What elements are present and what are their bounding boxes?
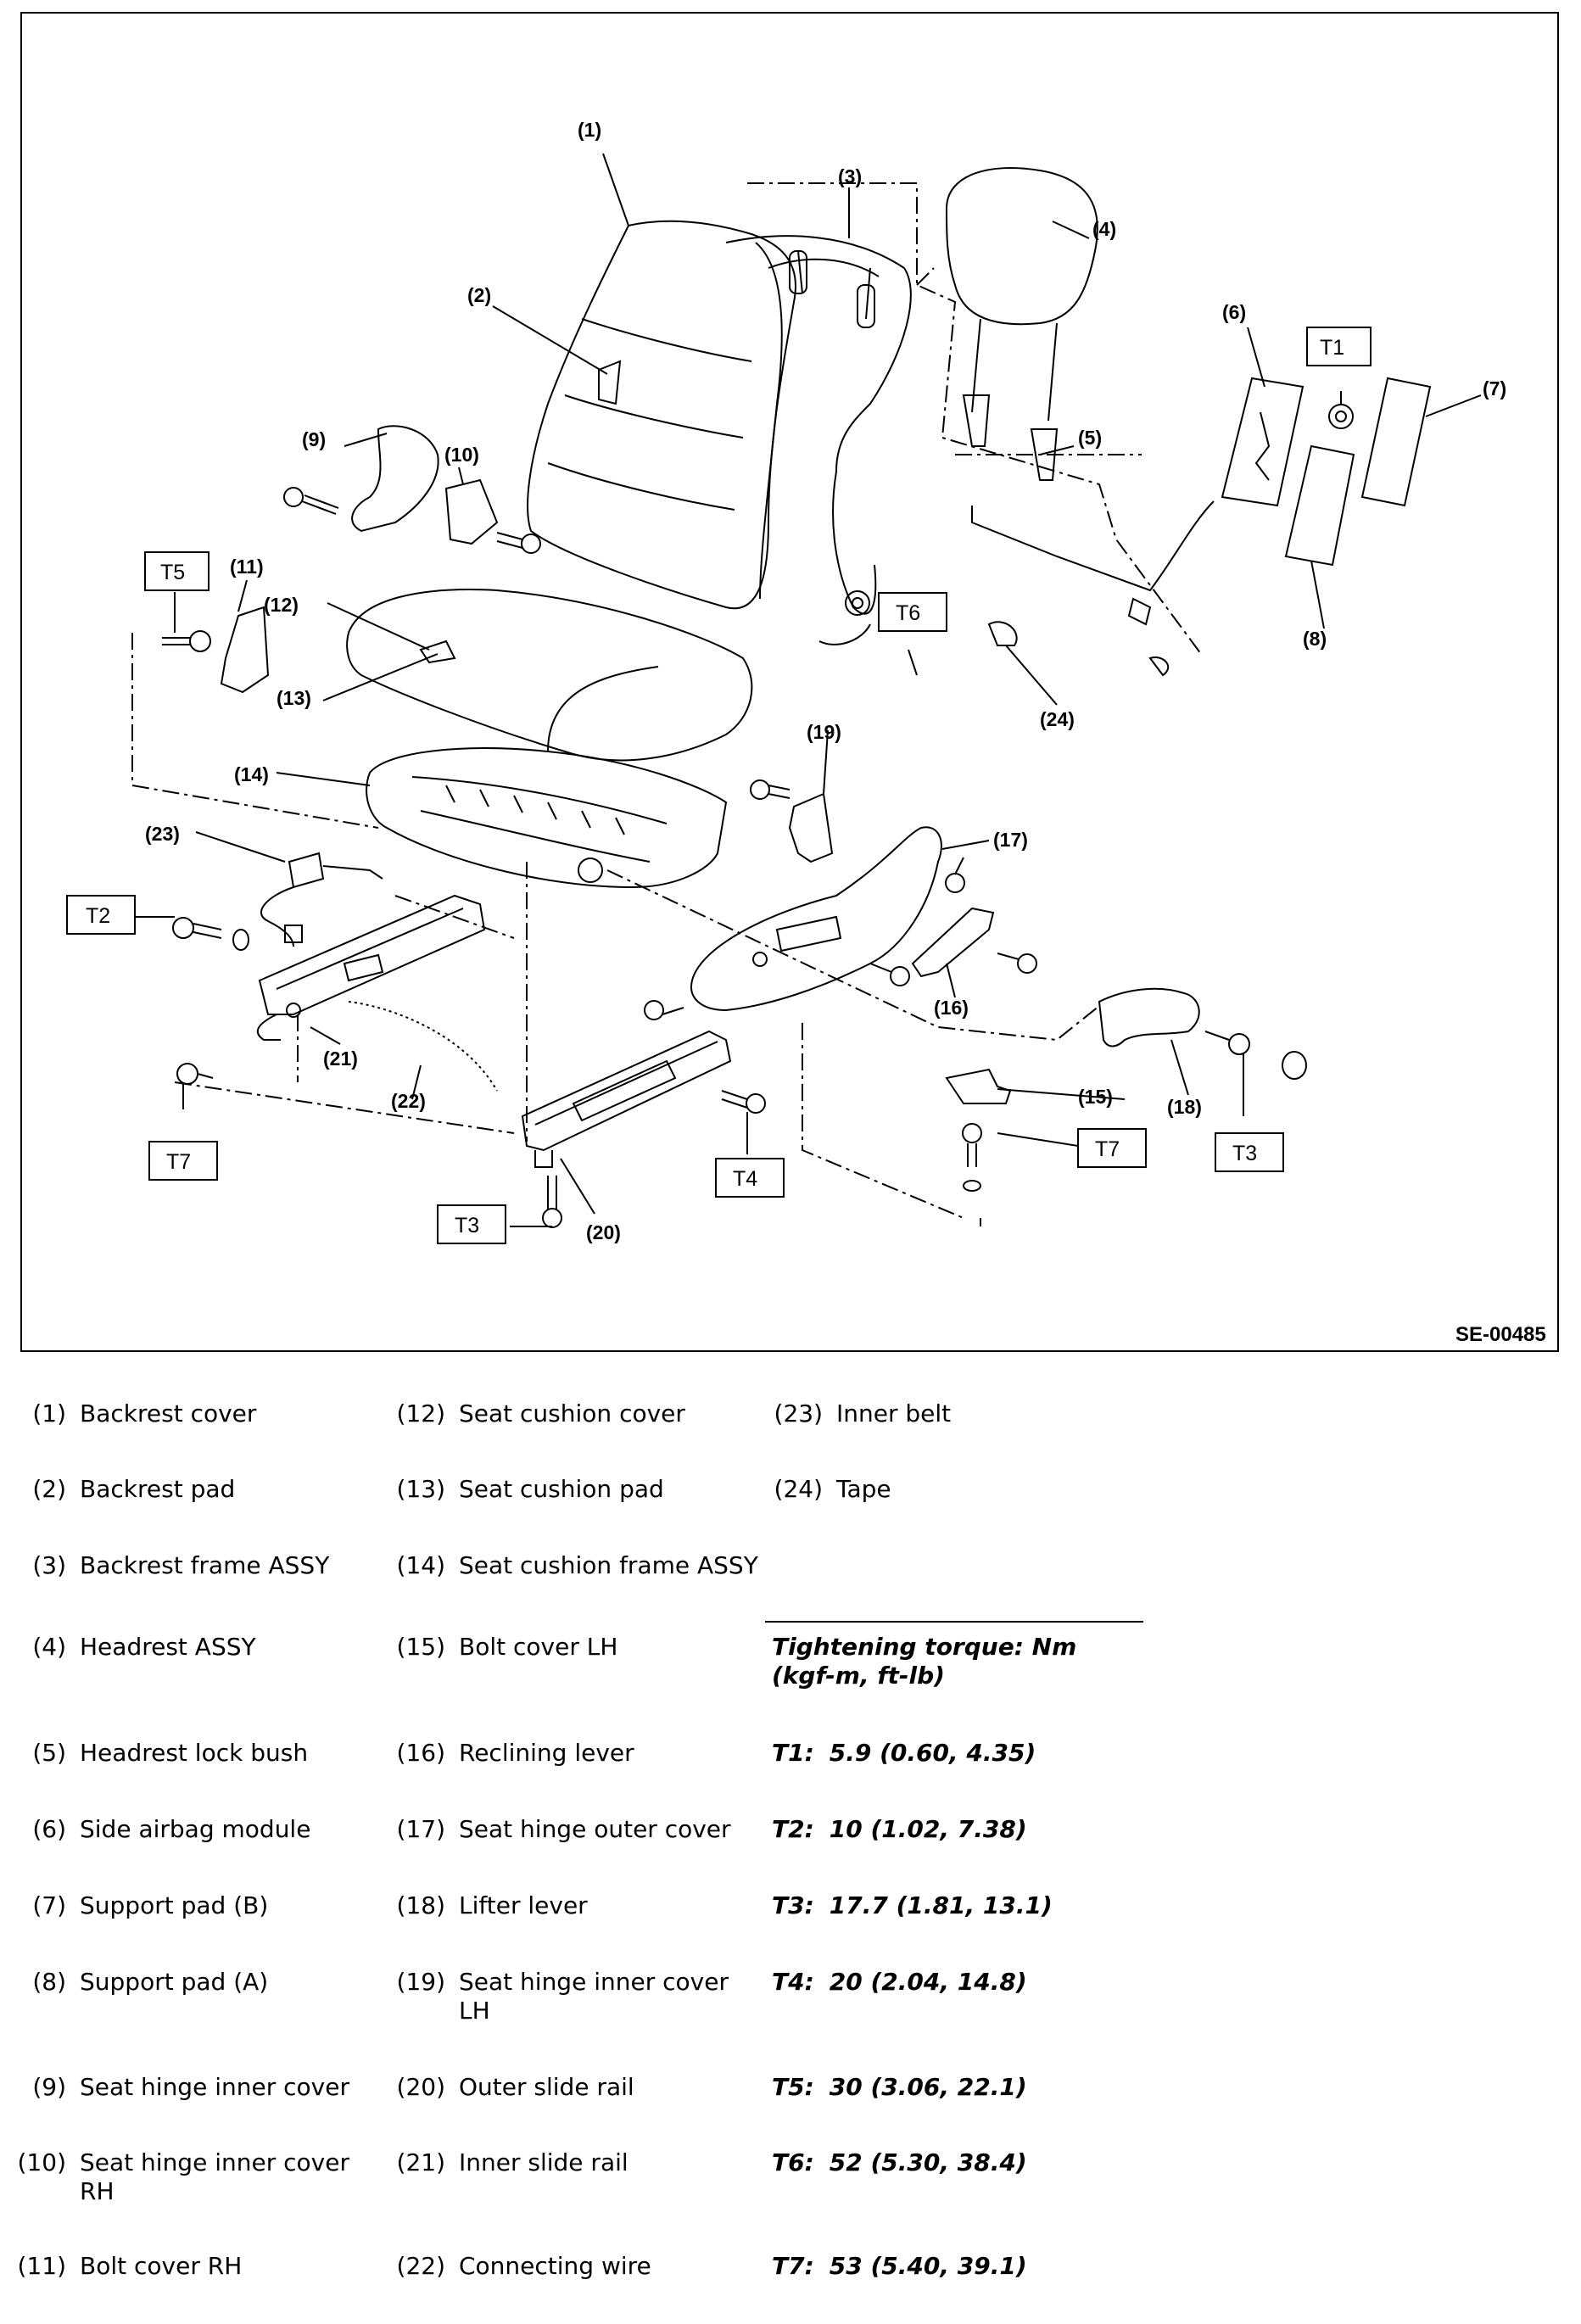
torque-box-t7-left: T7	[148, 1141, 218, 1181]
torque-item: T6:52 (5.30, 38.4)	[772, 2148, 1027, 2176]
washer	[963, 1180, 981, 1192]
leader-lines	[195, 153, 1482, 1215]
callout-9: (9)	[302, 428, 326, 450]
svg-text:T1: T1	[1320, 336, 1344, 360]
torque-item: T2:10 (1.02, 7.38)	[772, 1815, 1027, 1843]
torque-item: T4:20 (2.04, 14.8)	[772, 1968, 1027, 1996]
bolt-t5	[162, 630, 211, 652]
washer	[232, 929, 249, 951]
callout-3: (3)	[838, 165, 862, 187]
inner-belt	[260, 852, 383, 947]
bolt	[644, 1000, 684, 1020]
side-airbag-module	[971, 377, 1304, 592]
svg-text:T3: T3	[455, 1214, 479, 1237]
torque-box-t1: T1	[1306, 327, 1372, 366]
reclining-lever	[911, 907, 995, 978]
callout-16: (16)	[934, 997, 969, 1019]
callout-1: (1)	[578, 119, 601, 141]
bolt	[283, 487, 339, 515]
svg-text:T6: T6	[896, 601, 920, 625]
bolt	[869, 963, 910, 986]
seat-hinge-outer-cover	[690, 826, 942, 1012]
outer-slide-rail	[521, 1030, 732, 1168]
support-pad-b	[1360, 377, 1432, 507]
torque-box-t3-right: T3	[1215, 1132, 1284, 1172]
bolt	[750, 779, 790, 800]
bolt	[997, 953, 1037, 974]
bolt	[496, 532, 541, 554]
callout-19: (19)	[807, 721, 841, 743]
headrest-assy	[945, 167, 1098, 422]
torque-box-leaders	[132, 391, 1342, 1227]
svg-text:T7: T7	[1095, 1137, 1120, 1161]
clip	[1127, 597, 1152, 626]
torque-box-t6: T6	[878, 592, 947, 632]
seat-hinge-inner-cover-rh	[444, 478, 499, 545]
torque-box-t4: T4	[715, 1158, 785, 1198]
bolt	[945, 857, 965, 893]
torque-box-t7-right: T7	[1077, 1128, 1147, 1168]
callout-2: (2)	[467, 284, 491, 306]
headrest-lock-bush	[962, 394, 1059, 481]
backrest-pad-marker	[598, 360, 622, 405]
clip	[1148, 656, 1170, 677]
torque-item: T1:5.9 (0.60, 4.35)	[772, 1739, 1036, 1767]
callout-12: (12)	[264, 594, 299, 616]
seat-hinge-inner-cover	[351, 425, 439, 533]
callout-18: (18)	[1167, 1096, 1202, 1118]
cap	[1282, 1051, 1307, 1080]
callout-11: (11)	[230, 556, 264, 578]
bolt-t2	[172, 917, 222, 939]
callout-15: (15)	[1078, 1086, 1113, 1108]
torque-table-title: Tightening torque: Nm (kgf-m, ft-lb)	[772, 1633, 1077, 1690]
callout-13: (13)	[277, 687, 311, 709]
seat-cushion-frame-assy	[366, 747, 728, 889]
torque-box-t5: T5	[144, 551, 209, 591]
svg-text:T7: T7	[166, 1150, 191, 1174]
bolt-t7-right	[962, 1123, 982, 1167]
torque-table-rule	[765, 1621, 1143, 1623]
svg-text:T3: T3	[1232, 1142, 1257, 1165]
torque-box-t3-bottom: T3	[437, 1204, 506, 1244]
assembly-line	[747, 182, 1202, 655]
callout-24: (24)	[1040, 708, 1075, 730]
diagram-frame: (1) (2) (3) (4) (5) (6) (7) (8) (9) (10)…	[20, 12, 1559, 1352]
callout-4: (4)	[1092, 218, 1116, 240]
callout-20: (20)	[586, 1221, 621, 1243]
svg-text:T2: T2	[86, 904, 110, 928]
callout-7: (7)	[1483, 377, 1506, 399]
callout-21: (21)	[323, 1047, 358, 1070]
svg-text:T5: T5	[160, 561, 185, 584]
bolt-t3-right	[1204, 1031, 1250, 1055]
bolt-cover-rh	[220, 606, 270, 694]
callout-22: (22)	[391, 1090, 426, 1112]
inner-slide-rail	[256, 894, 486, 1041]
torque-item: T7:53 (5.40, 39.1)	[772, 2252, 1027, 2280]
support-pad-a	[1284, 444, 1355, 567]
lifter-lever	[1098, 987, 1200, 1047]
callout-6: (6)	[1222, 301, 1246, 323]
svg-text:T4: T4	[733, 1167, 757, 1191]
callout-23: (23)	[145, 823, 180, 845]
callout-10: (10)	[444, 444, 479, 466]
torque-item: T3:17.7 (1.81, 13.1)	[772, 1891, 1053, 1919]
backrest-frame-assy	[725, 235, 912, 645]
callout-17: (17)	[993, 829, 1028, 851]
callout-14: (14)	[234, 763, 269, 785]
callout-5: (5)	[1078, 427, 1102, 449]
assembly-line	[916, 267, 1142, 455]
backrest-cover	[527, 220, 796, 610]
callout-layer: (1) (2) (3) (4) (5) (6) (7) (8) (9) (10)…	[66, 119, 1546, 1346]
torque-box-t2: T2	[66, 895, 136, 935]
bolt-t4	[721, 1090, 766, 1114]
torque-item: T5:30 (3.06, 22.1)	[772, 2073, 1027, 2101]
tape	[987, 621, 1018, 646]
assembly-lines	[131, 633, 1100, 1226]
callout-8: (8)	[1303, 628, 1327, 650]
diagram-code: SE-00485	[1455, 1323, 1546, 1346]
exploded-seat-diagram	[131, 153, 1482, 1228]
